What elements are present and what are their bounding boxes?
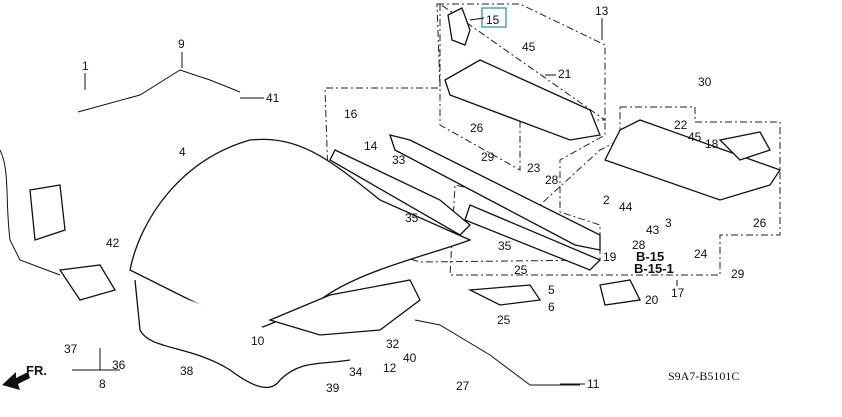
reference-b15: B-15	[636, 249, 664, 264]
diagram-code: S9A7-B5101C	[668, 369, 739, 383]
callout-26b: 26	[753, 216, 767, 230]
callout-29b: 29	[731, 267, 745, 281]
callout-5: 5	[548, 283, 555, 297]
part-15	[447, 7, 471, 46]
group-outline-17	[449, 106, 781, 276]
callout-24: 24	[694, 247, 708, 261]
hood-insulator	[268, 279, 421, 336]
callout-4: 4	[179, 145, 186, 159]
callout-42: 42	[106, 236, 120, 250]
support-rod-11	[414, 319, 580, 386]
callout-38: 38	[180, 364, 194, 378]
callout-20: 20	[645, 293, 659, 307]
hinge-5	[467, 284, 542, 306]
seal-14	[389, 134, 601, 251]
callout-19: 19	[603, 250, 617, 264]
callout-3: 3	[665, 216, 672, 230]
callout-8: 8	[99, 377, 106, 391]
callout-11: 11	[587, 377, 600, 391]
callout-26a: 26	[470, 121, 484, 135]
seal-16	[329, 149, 471, 236]
reference-b15-1: B-15-1	[634, 261, 674, 276]
callout-36: 36	[112, 358, 126, 372]
part-20	[599, 279, 641, 306]
callout-16: 16	[344, 107, 358, 121]
callout-6: 6	[548, 300, 555, 314]
callout-14: 14	[364, 139, 378, 153]
callout-35b: 35	[498, 239, 512, 253]
callout-45b: 45	[688, 130, 702, 144]
latch-inset	[29, 184, 66, 241]
callout-2: 2	[603, 193, 610, 207]
callout-9: 9	[178, 37, 185, 51]
callout-34: 34	[349, 365, 363, 379]
highlight-box-15	[481, 7, 507, 28]
callout-35a: 35	[405, 211, 419, 225]
callout-44: 44	[619, 200, 633, 214]
callout-25a: 25	[514, 263, 528, 277]
callout-22: 22	[674, 118, 688, 132]
callout-30: 30	[698, 75, 712, 89]
cowl-top-left	[444, 59, 601, 141]
callout-18: 18	[705, 137, 719, 151]
leader-lines	[72, 17, 678, 385]
callout-12: 12	[383, 361, 397, 375]
callout-28b: 28	[632, 238, 646, 252]
callout-43: 43	[646, 223, 660, 237]
callout-40: 40	[403, 351, 417, 365]
callout-45a: 45	[522, 40, 536, 54]
callout-32: 32	[386, 337, 400, 351]
part-18	[718, 131, 771, 161]
hood-seal	[134, 279, 351, 389]
callout-28a: 28	[545, 173, 559, 187]
callout-29a: 29	[481, 150, 495, 164]
callout-23: 23	[527, 161, 541, 175]
seal-19	[464, 204, 602, 271]
callout-39: 39	[326, 381, 340, 395]
cowl-top-right	[604, 119, 782, 201]
front-direction-arrow: FR.	[2, 363, 47, 390]
cable-9	[77, 69, 241, 113]
callout-21: 21	[558, 67, 572, 81]
callout-37: 37	[64, 342, 78, 356]
callout-27: 27	[456, 379, 470, 393]
callout-labels: 1 9 41 4 16 14 33 35 35 15 45 21 13 26 2…	[64, 4, 767, 395]
cable-left	[0, 149, 61, 276]
callout-25b: 25	[497, 313, 511, 327]
callout-15[interactable]: 15	[486, 13, 500, 27]
callout-1: 1	[82, 59, 89, 73]
front-arrow-label: FR.	[26, 363, 47, 378]
callout-41: 41	[266, 91, 280, 105]
callout-13: 13	[595, 4, 609, 18]
callout-17: 17	[671, 286, 685, 300]
group-outline-cowl	[439, 3, 607, 171]
callout-33: 33	[392, 153, 406, 167]
hood-latch	[58, 264, 116, 301]
callout-10: 10	[251, 334, 265, 348]
